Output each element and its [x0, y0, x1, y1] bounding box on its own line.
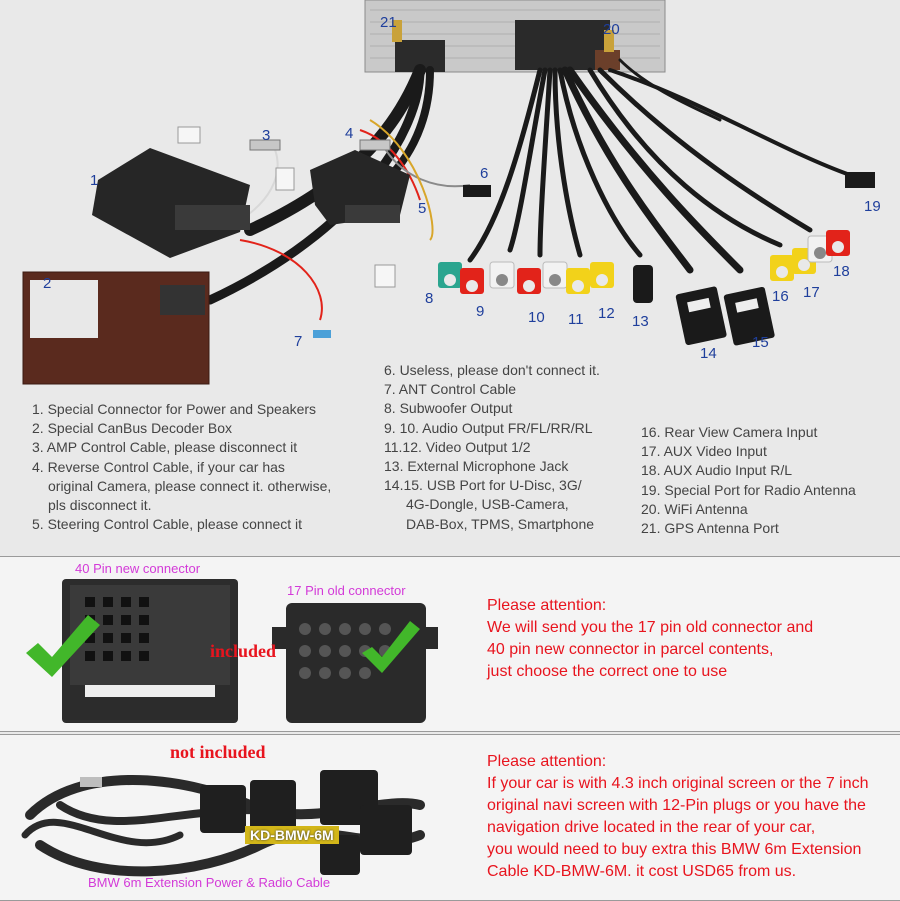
legend-column-1: 1. Special Connector for Power and Speak… — [32, 400, 331, 534]
reverse-control-plug — [359, 139, 391, 151]
attention-line: you would need to buy extra this BMW 6m … — [487, 841, 862, 858]
legend-item: 13. External Microphone Jack — [384, 458, 569, 475]
attention-note-extension: Please attention: If your car is with 4.… — [487, 751, 869, 883]
17-pin-connector — [272, 603, 438, 723]
wiring-diagram-section: 1 2 3 4 5 6 7 8 9 10 11 12 13 14 15 16 1… — [22, 0, 881, 538]
included-label: included — [210, 641, 277, 661]
callout-18: 18 — [833, 263, 850, 280]
legend-item: 4G-Dongle, USB-Camera, — [406, 496, 569, 513]
attention-line: navigation drive located in the rear of … — [487, 819, 816, 836]
attention-line: If your car is with 4.3 inch original sc… — [487, 775, 869, 792]
callout-5: 5 — [418, 200, 427, 217]
wire-tag-3 — [177, 126, 201, 144]
attention-line: We will send you the 17 pin old connecto… — [487, 619, 814, 636]
legend-item: pls disconnect it. — [48, 497, 152, 514]
callout-9: 9 — [476, 303, 485, 320]
callout-15: 15 — [752, 334, 769, 351]
label-40-pin-connector: 40 Pin new connector — [75, 561, 201, 576]
legend-item: 11.12. Video Output 1/2 — [384, 438, 531, 455]
callout-8: 8 — [425, 290, 434, 307]
callout-1: 1 — [90, 172, 99, 189]
kd-bmw-6m-label: KD-BMW-6M — [245, 826, 339, 844]
legend-item: 9. 10. Audio Output FR/FL/RR/RL — [384, 419, 593, 436]
callout-7: 7 — [294, 333, 303, 350]
callout-6: 6 — [480, 165, 489, 182]
attention-note-connectors: Please attention: We will send you the 1… — [487, 595, 813, 683]
harness-cables — [205, 58, 852, 305]
callout-12: 12 — [598, 305, 615, 322]
attention-line: Please attention: — [487, 753, 607, 770]
rca-output-plugs — [438, 261, 614, 294]
callout-11: 11 — [568, 311, 584, 328]
callout-21: 21 — [380, 14, 397, 31]
not-included-label: not included — [170, 742, 266, 762]
legend-item: 17. AUX Video Input — [641, 443, 767, 460]
wiring-harness-illustration — [22, 0, 875, 385]
legend-item: 21. GPS Antenna Port — [641, 520, 779, 537]
usb-ports — [675, 286, 775, 346]
legend-item: original Camera, please connect it. othe… — [48, 477, 332, 494]
callout-10: 10 — [528, 309, 545, 326]
attention-line: Cable KD-BMW-6M. it cost USD65 from us. — [487, 863, 797, 880]
legend-item: 18. AUX Audio Input R/L — [641, 462, 792, 479]
connector-illustrations — [26, 579, 438, 723]
callout-19: 19 — [864, 198, 881, 215]
extension-cable-caption: BMW 6m Extension Power & Radio Cable — [88, 875, 331, 890]
extension-connectors — [200, 770, 412, 875]
legend-item: 20. WiFi Antenna — [641, 500, 748, 517]
legend-item: DAB-Box, TPMS, Smartphone — [406, 515, 595, 532]
callout-16: 16 — [772, 288, 789, 305]
amp-control-plug — [249, 139, 281, 151]
extension-cable-panel: not included KD-BMW-6M BMW 6m Extension … — [0, 734, 900, 901]
wire-tag-5 — [275, 167, 295, 191]
callout-20: 20 — [603, 21, 620, 38]
callout-2: 2 — [43, 275, 52, 292]
attention-line: just choose the correct one to use — [487, 663, 728, 680]
extension-cable-illustration — [21, 770, 425, 877]
legend-item: 7. ANT Control Cable — [384, 381, 517, 398]
legend-item: 8. Subwoofer Output — [384, 400, 513, 417]
radio-antenna-plug — [80, 777, 102, 787]
radio-antenna-plug — [845, 172, 875, 188]
microphone-jack — [633, 265, 653, 303]
legend-item: 16. Rear View Camera Input — [641, 424, 818, 440]
canbus-decoder-box — [22, 271, 210, 385]
legend-item: 1. Special Connector for Power and Speak… — [32, 401, 317, 417]
useless-plug — [463, 185, 491, 197]
attention-line: 40 pin new connector in parcel contents, — [487, 641, 774, 658]
attention-line: Please attention: — [487, 597, 607, 614]
legend-item: 5. Steering Control Cable, please connec… — [32, 516, 303, 533]
legend-item: 14.15. USB Port for U-Disc, 3G/ — [384, 477, 582, 494]
40-pin-connector — [62, 579, 238, 723]
legend-item: 3. AMP Control Cable, please disconnect … — [32, 439, 298, 456]
legend-column-3: 16. Rear View Camera Input 17. AUX Video… — [641, 423, 856, 538]
legend-item: 6. Useless, please don't connect it. — [384, 362, 600, 378]
label-17-pin-connector: 17 Pin old connector — [287, 583, 406, 598]
callout-17: 17 — [803, 284, 820, 301]
callout-4: 4 — [345, 125, 354, 142]
connector-options-panel: 40 Pin new connector 17 Pin old connecto… — [0, 556, 900, 732]
legend-item: 2. Special CanBus Decoder Box — [32, 420, 232, 437]
checkmark-icon — [362, 621, 420, 673]
ant-control-plug — [313, 330, 331, 338]
callout-13: 13 — [632, 313, 649, 330]
reverse-control-connector — [310, 150, 410, 225]
callout-3: 3 — [262, 127, 271, 144]
legend-item: 19. Special Port for Radio Antenna — [641, 481, 856, 498]
legend-column-2: 6. Useless, please don't connect it. 7. … — [384, 361, 600, 534]
power-speaker-connector — [92, 148, 250, 258]
rca-input-plugs — [770, 230, 850, 281]
legend-item: 4. Reverse Control Cable, if your car ha… — [32, 458, 285, 475]
checkmark-icon — [26, 615, 100, 677]
attention-line: original navi screen with 12-Pin plugs o… — [487, 797, 866, 814]
callout-14: 14 — [700, 345, 717, 362]
wire-tag-7 — [374, 264, 396, 288]
